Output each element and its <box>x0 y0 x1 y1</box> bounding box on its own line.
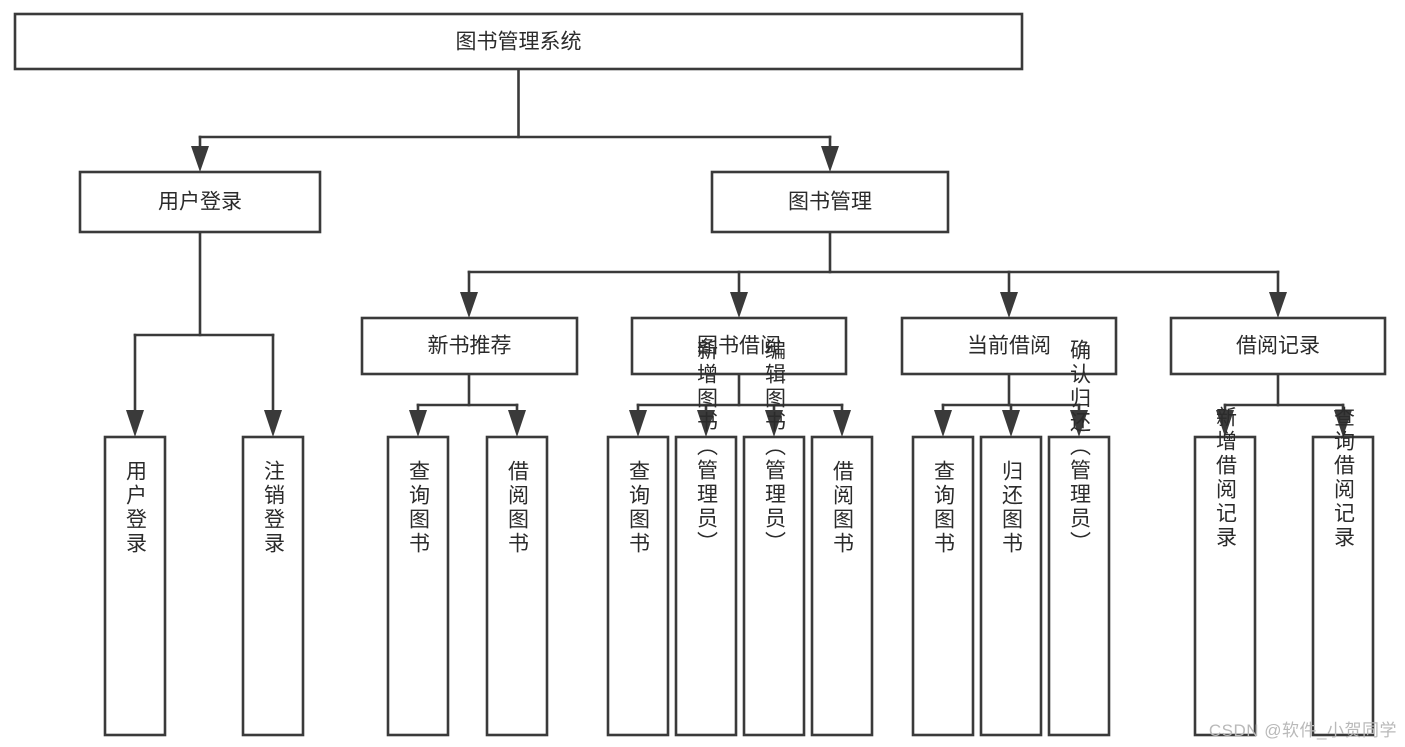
arrow-head-icon <box>1000 292 1018 318</box>
connector-group-userlogin-to-leaves <box>126 230 282 437</box>
leaf-node-logout[interactable]: 注销登录 <box>241 435 305 737</box>
arrow-head-icon <box>264 410 282 437</box>
leaf-node-add-borrow-record-box <box>1193 435 1257 737</box>
node-user-login-box <box>78 170 322 234</box>
arrow-head-icon <box>765 410 783 437</box>
node-new-book-recommend-label: 新书推荐 <box>428 335 512 358</box>
arrow-head-icon <box>833 410 851 437</box>
leaf-node-user-login-box <box>103 435 167 737</box>
node-book-borrow-label: 图书借阅 <box>697 335 781 358</box>
arrow-head-icon <box>126 410 144 437</box>
leaf-node-confirm-return-admin-box <box>1047 435 1111 737</box>
leaf-node-logout-box <box>241 435 305 737</box>
leaf-node-user-login-label: 用户登录 <box>124 460 148 556</box>
node-book-management[interactable]: 图书管理 <box>710 170 950 234</box>
leaf-node-return-book-label: 归还图书 <box>1000 460 1024 556</box>
leaf-node-query-borrow-record-label: 查询借阅记录 <box>1332 406 1356 550</box>
watermark: CSDN @软件_小贺同学 <box>1208 721 1397 740</box>
leaf-node-add-book-admin-box <box>674 435 738 737</box>
node-new-book-recommend-box <box>360 316 579 376</box>
node-root-system-box <box>13 12 1024 71</box>
leaf-node-borrow-book-newbook-label: 借阅图书 <box>506 460 530 556</box>
leaf-node-add-book-admin[interactable]: 新增图书（管理员） <box>674 339 738 737</box>
leaf-node-query-book-newbook-label: 查询图书 <box>407 460 431 556</box>
leaf-node-add-book-admin-label: 新增图书（管理员） <box>695 339 719 555</box>
arrow-head-icon <box>730 292 748 318</box>
arrow-head-icon <box>508 410 526 437</box>
node-current-borrow-box <box>900 316 1118 376</box>
connector-group-current-to-leaves <box>934 372 1088 437</box>
node-root-system[interactable]: 图书管理系统 <box>13 12 1024 71</box>
arrow-head-icon <box>1216 410 1234 437</box>
leaf-node-query-book-current[interactable]: 查询图书 <box>911 435 975 737</box>
node-user-login[interactable]: 用户登录 <box>78 170 322 234</box>
connector-group-record-to-leaves <box>1216 372 1352 437</box>
leaf-node-borrow-book-newbook-box <box>485 435 549 737</box>
node-current-borrow[interactable]: 当前借阅 <box>900 316 1118 376</box>
arrow-head-icon <box>1002 410 1020 437</box>
leaf-node-add-borrow-record[interactable]: 新增借阅记录 <box>1193 406 1257 737</box>
arrow-head-icon <box>1269 292 1287 318</box>
arrow-head-icon <box>934 410 952 437</box>
arrow-head-icon <box>460 292 478 318</box>
leaf-node-borrow-book[interactable]: 借阅图书 <box>810 435 874 737</box>
leaf-node-confirm-return-admin-label: 确认归还（管理员） <box>1068 339 1092 555</box>
arrow-head-icon <box>1070 410 1088 437</box>
leaf-node-edit-book-admin-box <box>742 435 806 737</box>
arrow-head-icon <box>821 146 839 172</box>
connector-group-newbook-to-leaves <box>409 372 526 437</box>
leaf-node-borrow-book-newbook[interactable]: 借阅图书 <box>485 435 549 737</box>
leaf-node-query-book-borrow-label: 查询图书 <box>627 460 651 556</box>
leaf-node-borrow-book-label: 借阅图书 <box>831 460 855 556</box>
leaf-node-confirm-return-admin[interactable]: 确认归还（管理员） <box>1047 339 1111 737</box>
node-borrow-record[interactable]: 借阅记录 <box>1169 316 1387 376</box>
connector-group-borrow-to-leaves <box>629 372 851 437</box>
node-borrow-record-label: 借阅记录 <box>1236 335 1320 358</box>
leaf-node-query-book-borrow[interactable]: 查询图书 <box>606 435 670 737</box>
leaf-node-logout-label: 注销登录 <box>262 460 286 556</box>
leaf-node-add-borrow-record-label: 新增借阅记录 <box>1214 406 1238 550</box>
leaf-node-return-book-box <box>979 435 1043 737</box>
arrow-head-icon <box>1334 410 1352 437</box>
leaf-node-return-book[interactable]: 归还图书 <box>979 435 1043 737</box>
node-book-borrow-box <box>630 316 848 376</box>
arrow-head-icon <box>629 410 647 437</box>
leaf-node-borrow-book-box <box>810 435 874 737</box>
leaf-node-query-book-borrow-box <box>606 435 670 737</box>
arrow-head-icon <box>191 146 209 172</box>
leaf-node-query-borrow-record-box <box>1311 435 1375 737</box>
arrow-head-icon <box>697 410 715 437</box>
leaf-node-query-book-newbook[interactable]: 查询图书 <box>386 435 450 737</box>
leaf-node-query-book-current-box <box>911 435 975 737</box>
leaf-node-query-borrow-record[interactable]: 查询借阅记录 <box>1311 406 1375 737</box>
leaf-node-user-login[interactable]: 用户登录 <box>103 435 167 737</box>
node-root-system-label: 图书管理系统 <box>456 31 582 54</box>
leaf-node-query-book-newbook-box <box>386 435 450 737</box>
node-book-borrow[interactable]: 图书借阅 <box>630 316 848 376</box>
leaf-node-query-book-current-label: 查询图书 <box>932 460 956 556</box>
connector-group-root-to-level2 <box>191 67 839 172</box>
node-new-book-recommend[interactable]: 新书推荐 <box>360 316 579 376</box>
connector-group-bookmgmt-to-level3 <box>460 230 1287 318</box>
node-book-management-box <box>710 170 950 234</box>
node-current-borrow-label: 当前借阅 <box>967 335 1051 358</box>
leaf-node-edit-book-admin[interactable]: 编辑图书（管理员） <box>742 339 806 737</box>
leaf-node-edit-book-admin-label: 编辑图书（管理员） <box>763 339 787 555</box>
node-book-management-label: 图书管理 <box>788 191 872 214</box>
arrow-head-icon <box>409 410 427 437</box>
node-borrow-record-box <box>1169 316 1387 376</box>
node-user-login-label: 用户登录 <box>158 191 242 214</box>
